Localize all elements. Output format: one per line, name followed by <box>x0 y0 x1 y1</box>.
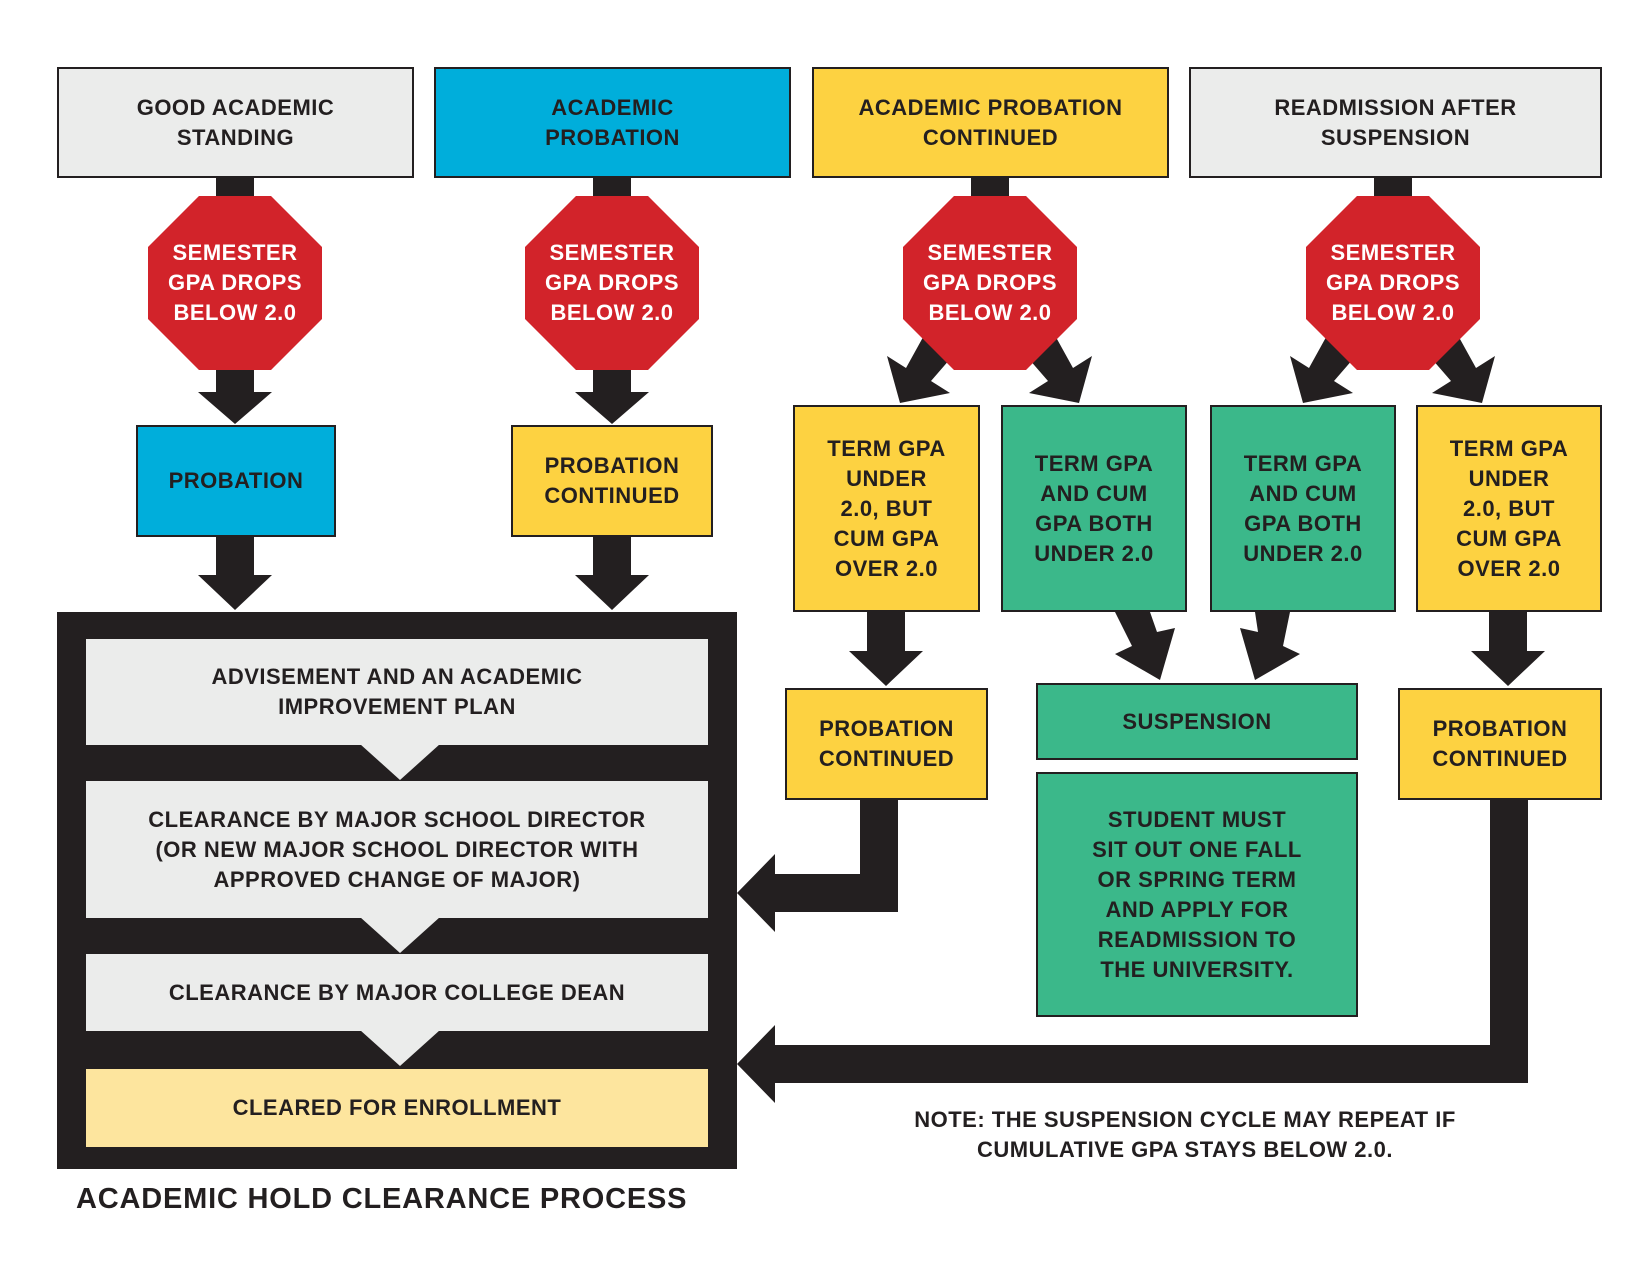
term-under-cum-over-label-1: TERM GPA UNDER 2.0, BUT CUM GPA OVER 2.0 <box>827 435 946 581</box>
stem-2 <box>593 176 631 198</box>
dean-step: CLEARANCE BY MAJOR COLLEGE DEAN <box>86 954 708 1031</box>
chevron-3 <box>360 1030 440 1066</box>
readmission-label: READMISSION AFTER SUSPENSION <box>1274 94 1517 150</box>
cleared-step: CLEARED FOR ENROLLMENT <box>86 1069 708 1147</box>
director-step: CLEARANCE BY MAJOR SCHOOL DIRECTOR (OR N… <box>86 781 708 918</box>
stop-sign-2: SEMESTER GPA DROPS BELOW 2.0 <box>525 196 699 370</box>
director-label: CLEARANCE BY MAJOR SCHOOL DIRECTOR (OR N… <box>148 806 646 892</box>
academic-probation-label: ACADEMIC PROBATION <box>545 94 680 150</box>
arrow-both-under-left-to-suspension <box>1115 612 1175 680</box>
stem-3 <box>971 176 1009 198</box>
hold-clearance-container: ADVISEMENT AND AN ACADEMIC IMPROVEMENT P… <box>57 612 737 1169</box>
probation-continued-label-3: PROBATION CONTINUED <box>818 716 955 771</box>
good-standing-box: GOOD ACADEMIC STANDING <box>57 67 414 178</box>
both-under-box-1: TERM GPA AND CUM GPA BOTH UNDER 2.0 <box>1001 405 1187 612</box>
both-under-label-2: TERM GPA AND CUM GPA BOTH UNDER 2.0 <box>1243 450 1363 566</box>
probation-continued-box-4: PROBATION CONTINUED <box>1398 688 1602 800</box>
stop-sign-1-label: SEMESTER GPA DROPS BELOW 2.0 <box>167 240 303 325</box>
probation-continued-label: ACADEMIC PROBATION CONTINUED <box>858 94 1123 150</box>
both-under-label-1: TERM GPA AND CUM GPA BOTH UNDER 2.0 <box>1034 450 1154 566</box>
arrow-probcont3-to-hold <box>737 800 898 932</box>
probation-box: PROBATION <box>136 425 336 537</box>
advisement-step: ADVISEMENT AND AN ACADEMIC IMPROVEMENT P… <box>86 639 708 745</box>
dean-label: CLEARANCE BY MAJOR COLLEGE DEAN <box>168 979 626 1005</box>
stop-sign-4-label: SEMESTER GPA DROPS BELOW 2.0 <box>1325 240 1461 325</box>
chevron-2 <box>360 917 440 953</box>
arrow-both-under-right-to-suspension <box>1240 612 1300 680</box>
suspension-note: NOTE: THE SUSPENSION CYCLE MAY REPEAT IF… <box>914 1107 1456 1162</box>
advisement-label: ADVISEMENT AND AN ACADEMIC IMPROVEMENT P… <box>211 664 583 719</box>
arrow-probation-to-hold <box>198 536 272 610</box>
stem-4 <box>1374 176 1412 198</box>
term-under-cum-over-box-1: TERM GPA UNDER 2.0, BUT CUM GPA OVER 2.0 <box>793 405 980 612</box>
arrow-probcont4-to-hold <box>737 800 1528 1103</box>
chevron-1 <box>360 744 440 780</box>
cleared-label: CLEARED FOR ENROLLMENT <box>232 1095 562 1120</box>
term-under-cum-over-label-2: TERM GPA UNDER 2.0, BUT CUM GPA OVER 2.0 <box>1449 435 1569 581</box>
process-title: ACADEMIC HOLD CLEARANCE PROCESS <box>76 1183 688 1215</box>
probation-continued-box-2: PROBATION CONTINUED <box>511 425 713 537</box>
sit-out-label: STUDENT MUST SIT OUT ONE FALL OR SPRING … <box>1092 806 1302 982</box>
stop-sign-2-label: SEMESTER GPA DROPS BELOW 2.0 <box>544 240 680 325</box>
arrow-c4-to-probcont <box>1471 612 1545 686</box>
probation-label: PROBATION <box>168 468 304 493</box>
stop-sign-3-label: SEMESTER GPA DROPS BELOW 2.0 <box>922 240 1058 325</box>
sit-out-box: STUDENT MUST SIT OUT ONE FALL OR SPRING … <box>1036 772 1358 1017</box>
probation-continued-box-3: PROBATION CONTINUED <box>785 688 988 800</box>
suspension-label: SUSPENSION <box>1122 708 1272 734</box>
step-chevrons <box>360 744 440 1066</box>
both-under-box-2: TERM GPA AND CUM GPA BOTH UNDER 2.0 <box>1210 405 1396 612</box>
readmission-box: READMISSION AFTER SUSPENSION <box>1189 67 1602 178</box>
arrow-sign2-to-probcont <box>575 362 649 424</box>
probation-continued-box: ACADEMIC PROBATION CONTINUED <box>812 67 1169 178</box>
probation-continued-label-2: PROBATION CONTINUED <box>544 453 680 508</box>
arrow-probcont-to-hold <box>575 536 649 610</box>
stop-sign-1: SEMESTER GPA DROPS BELOW 2.0 <box>148 196 322 370</box>
arrow-sign1-to-probation <box>198 362 272 424</box>
suspension-box: SUSPENSION <box>1036 683 1358 760</box>
probation-continued-label-4: PROBATION CONTINUED <box>1432 716 1568 771</box>
good-standing-label: GOOD ACADEMIC STANDING <box>136 94 335 150</box>
stem-1 <box>216 176 254 198</box>
stop-sign-4: SEMESTER GPA DROPS BELOW 2.0 <box>1306 196 1480 370</box>
arrow-c3-to-probcont <box>849 612 923 686</box>
term-under-cum-over-box-2: TERM GPA UNDER 2.0, BUT CUM GPA OVER 2.0 <box>1416 405 1602 612</box>
stop-sign-3: SEMESTER GPA DROPS BELOW 2.0 <box>903 196 1077 370</box>
academic-probation-box: ACADEMIC PROBATION <box>434 67 791 178</box>
